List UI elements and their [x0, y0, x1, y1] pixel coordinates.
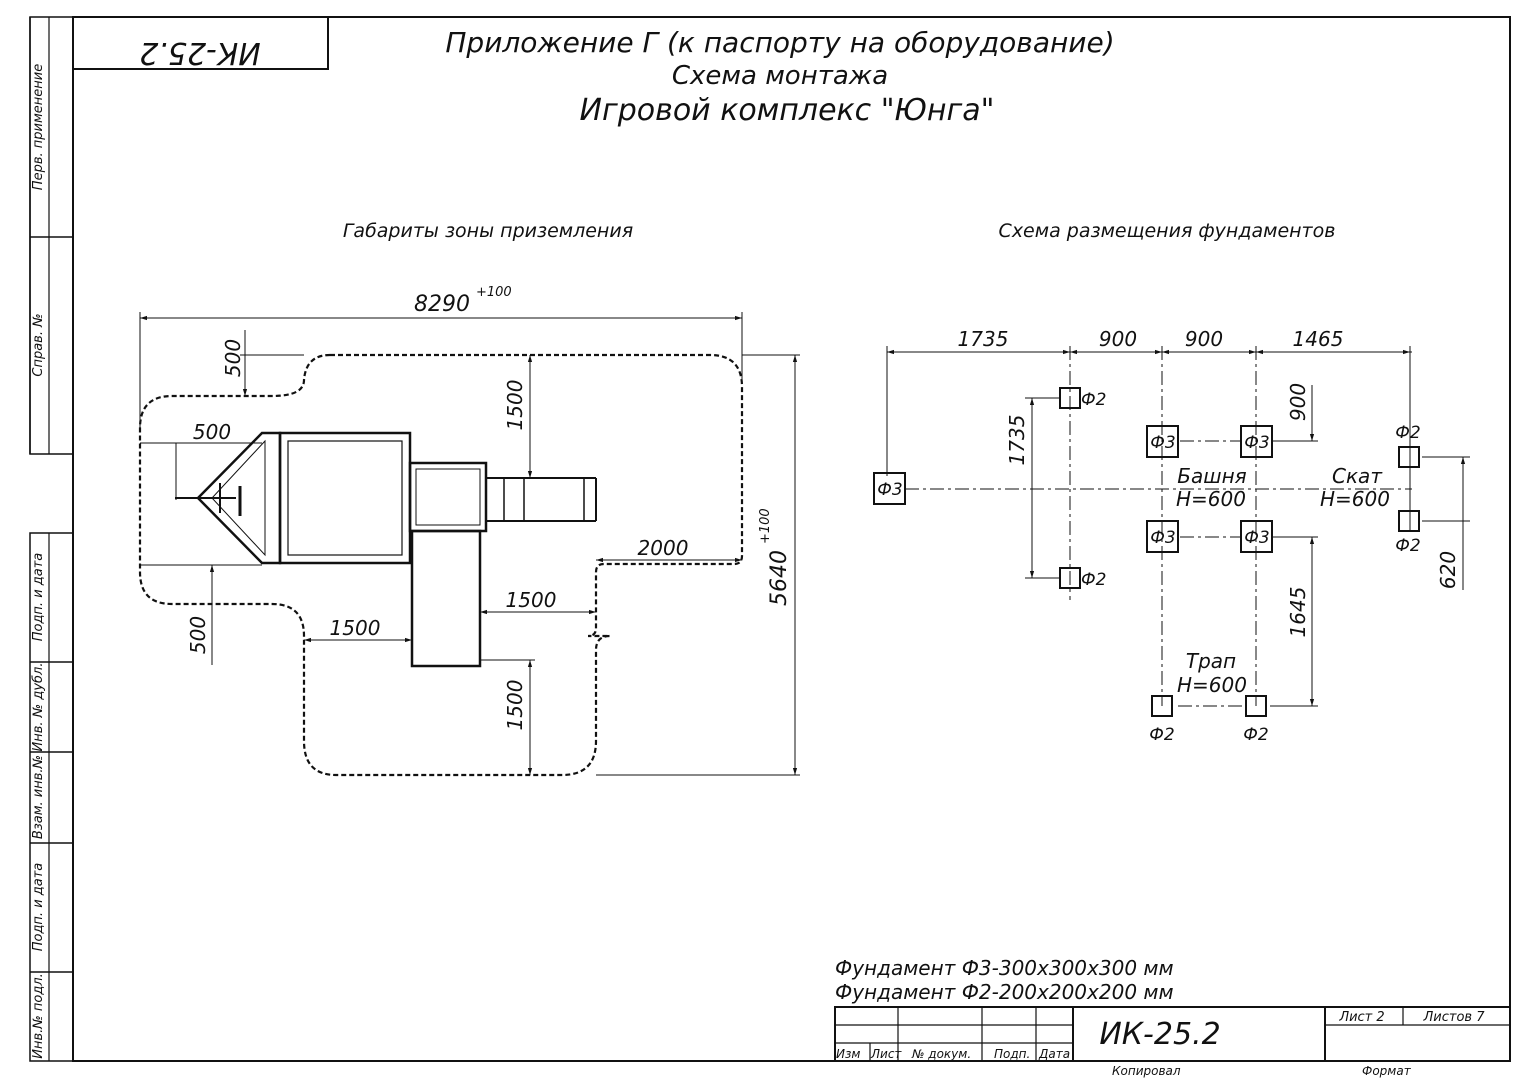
sheet-frame [29, 16, 1511, 1062]
dim-900-a: 900 [1099, 327, 1137, 351]
dim-1735: 1735 [958, 327, 1009, 351]
note-f2: Фундамент Ф2-200х200х200 мм [835, 980, 1174, 1004]
title-line3: Игровой комплекс "Юнга" [580, 93, 995, 128]
foundation-f2-trap-l [1151, 695, 1173, 717]
tb-n-dokum: № докум. [911, 1047, 971, 1061]
margin-podp-i-data-2: Подп. и дата [31, 863, 46, 952]
margin-perv-primenenie: Перв. применение [31, 64, 46, 190]
margin-inv-no-podl: Инв.№ подл. [31, 973, 46, 1059]
label-f2-trap-r: Ф2 [1243, 725, 1268, 745]
foundation-plan-lines [886, 346, 1470, 707]
landing-zone-title: Габариты зоны приземления [343, 220, 633, 242]
dim-1645: 1645 [1286, 587, 1310, 638]
label-f2-right-top: Ф2 [1395, 423, 1420, 443]
foundation-f3-left [873, 472, 906, 505]
doc-code-rotated: ИК-25.2 [139, 35, 260, 70]
dim-height: 5640 [767, 550, 792, 606]
margin-podp-i-data-1: Подп. и дата [31, 553, 46, 642]
label-trap: Трап [1186, 649, 1236, 673]
tb-list: Лист [870, 1047, 902, 1061]
foundation-plan-title: Схема размещения фундаментов [999, 220, 1336, 242]
dim-500-bottom: 500 [186, 616, 210, 654]
landing-zone-dimensions [139, 312, 800, 776]
foundation-f2-trap-r [1245, 695, 1267, 717]
dim-500-top: 500 [221, 339, 245, 377]
dim-1500-left: 1500 [330, 616, 381, 640]
dim-1500-top: 1500 [503, 380, 527, 431]
dim-900-v: 900 [1286, 383, 1310, 421]
dim-1735-v: 1735 [1005, 415, 1029, 466]
foundation-f3-bl [1146, 520, 1179, 553]
dim-2000: 2000 [638, 536, 689, 560]
tb-izm: Изм [836, 1047, 860, 1061]
foundation-f2-top [1059, 387, 1081, 409]
label-trap-h: H=600 [1177, 673, 1247, 697]
label-f2-trap-l: Ф2 [1149, 725, 1174, 745]
dim-900-b: 900 [1185, 327, 1223, 351]
dim-620: 620 [1436, 551, 1460, 589]
dim-width: 8290 [414, 292, 470, 317]
label-f2-bottom: Ф2 [1081, 570, 1106, 590]
foundation-f3-tl [1146, 425, 1179, 458]
dim-height-tol: +100 [758, 508, 773, 544]
label-f3-tl: Ф3 [1150, 433, 1175, 453]
title-line1: Приложение Г (к паспорту на оборудование… [445, 26, 1114, 59]
foundation-f2-right-top [1398, 446, 1420, 468]
foundation-f3-br [1240, 520, 1273, 553]
tb-sheets: Листов 7 [1423, 1010, 1486, 1025]
label-f2-top: Ф2 [1081, 390, 1106, 410]
complex-plan [175, 431, 597, 668]
foundations [873, 387, 1420, 717]
dim-1500-bottom: 1500 [503, 680, 527, 731]
label-f3-br: Ф3 [1244, 528, 1269, 548]
label-bashnya-h: H=600 [1176, 487, 1246, 511]
dim-1500-mid: 1500 [506, 588, 557, 612]
label-f2-right-bot: Ф2 [1395, 536, 1420, 556]
margin-sprav-no: Справ. № [31, 313, 46, 376]
label-skat-h: H=600 [1320, 487, 1390, 511]
tb-podp: Подп. [994, 1047, 1030, 1061]
title-block [834, 1006, 1511, 1062]
margin-inv-no-dubl: Инв. № дубл. [31, 663, 46, 752]
margin-vzam-inv-no: Взам. инв.№ [31, 755, 46, 839]
foundation-f2-bottom [1059, 567, 1081, 589]
dim-width-tol: +100 [476, 285, 512, 300]
title-block-code: ИК-25.2 [1099, 1017, 1220, 1052]
label-f3-left: Ф3 [877, 480, 902, 500]
dim-500-left: 500 [193, 420, 231, 444]
label-skat: Скат [1332, 464, 1383, 488]
tb-kopiroval: Копировал [1112, 1064, 1181, 1078]
dim-1465: 1465 [1293, 327, 1344, 351]
foundation-f2-right-bot [1398, 510, 1420, 532]
tb-sheet: Лист 2 [1338, 1010, 1384, 1025]
tb-format: Формат [1362, 1064, 1412, 1078]
tb-data: Дата [1038, 1047, 1070, 1061]
label-bashnya: Башня [1177, 464, 1246, 488]
title-line2: Схема монтажа [672, 61, 888, 91]
label-f3-tr: Ф3 [1244, 433, 1269, 453]
label-f3-bl: Ф3 [1150, 528, 1175, 548]
foundation-f3-tr [1240, 425, 1273, 458]
note-f3: Фундамент Ф3-300х300х300 мм [835, 956, 1174, 980]
